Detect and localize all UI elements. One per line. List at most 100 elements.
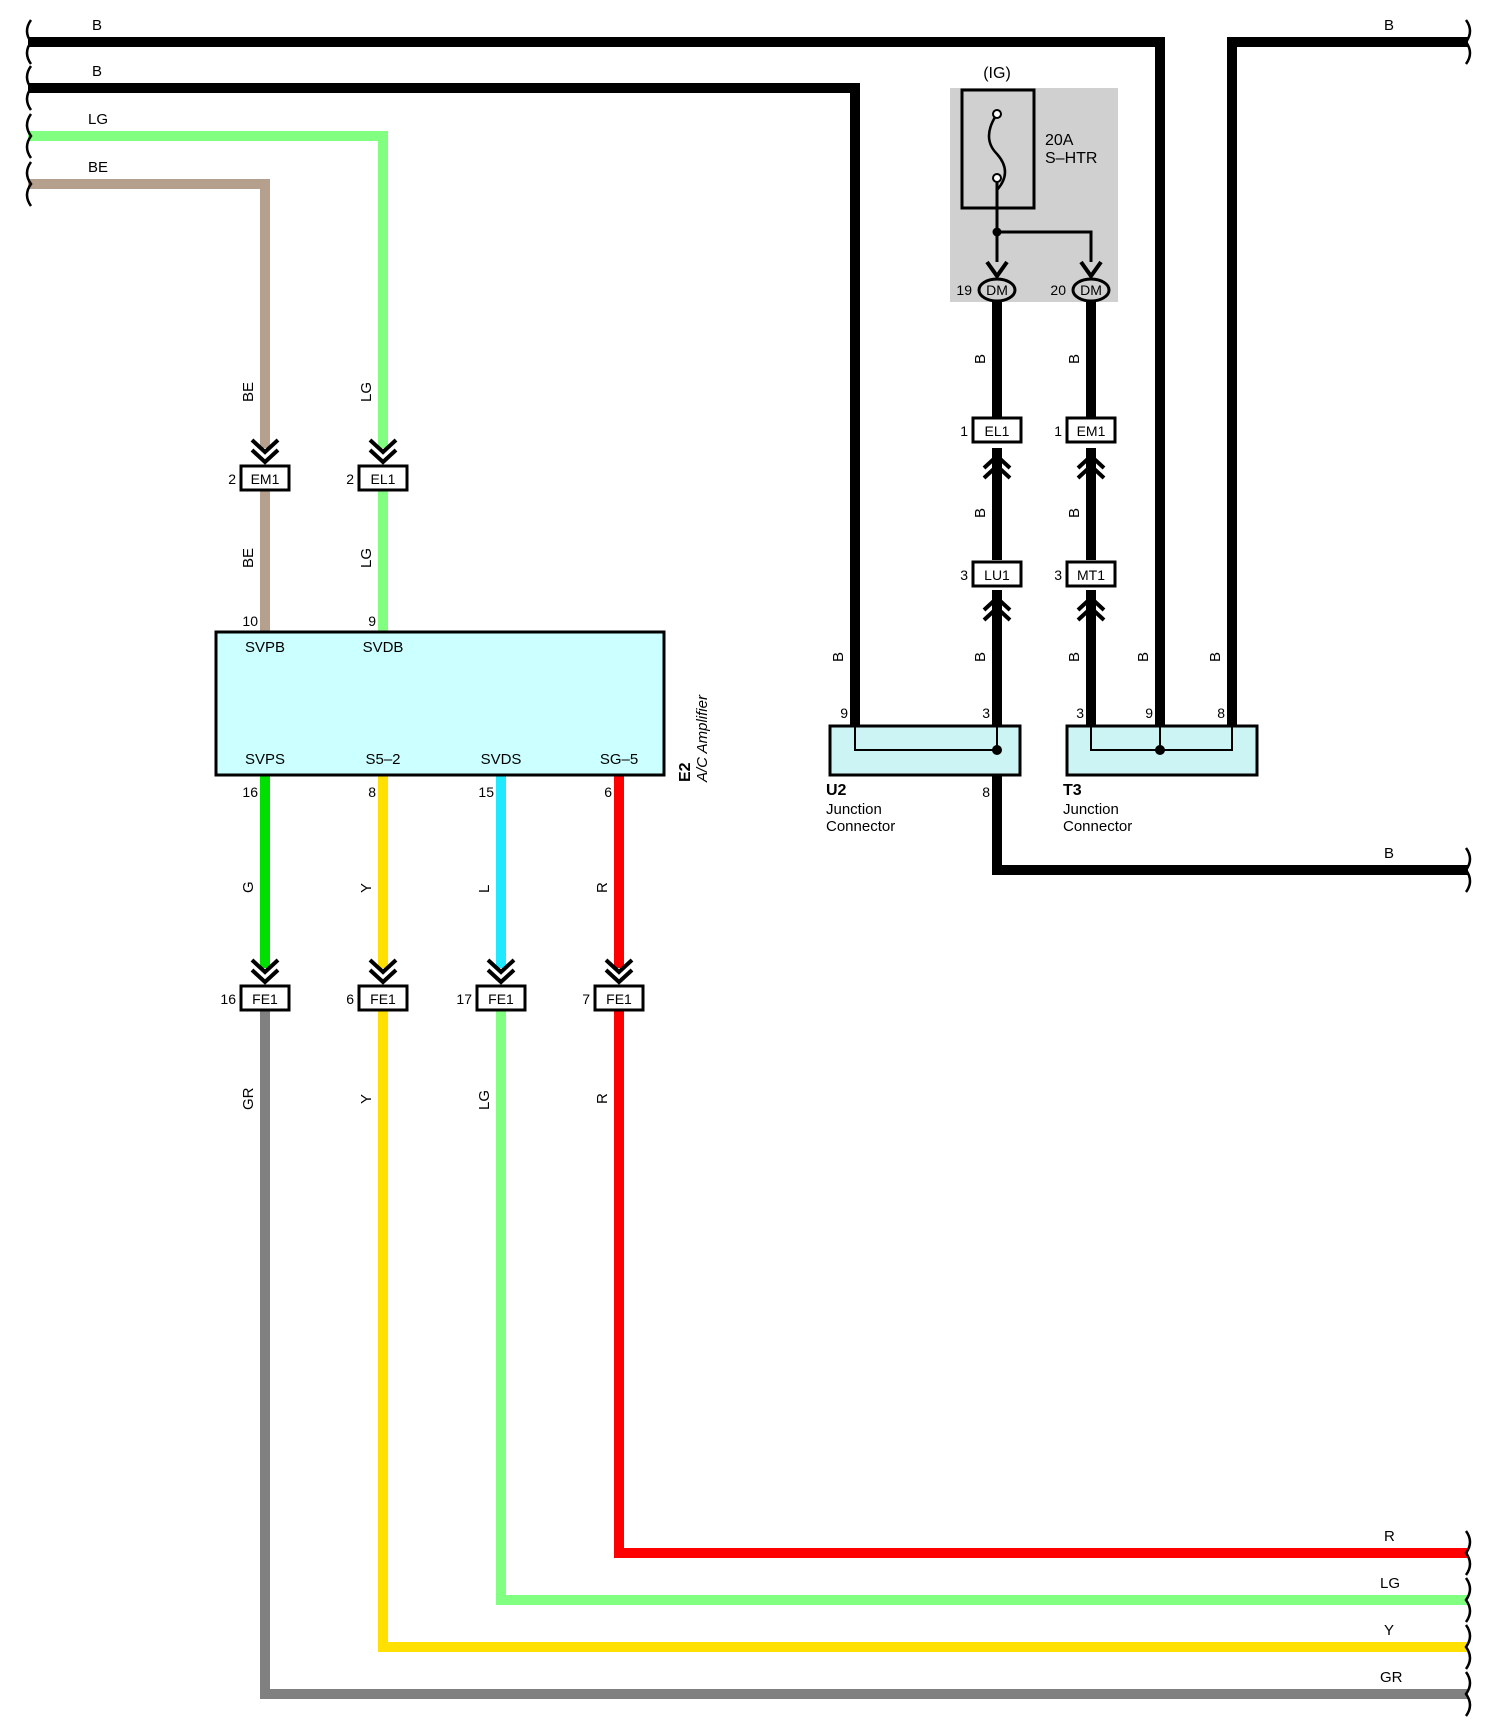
- wire-r-lower: [614, 1010, 1468, 1558]
- t3-line1: Junction: [1063, 801, 1119, 818]
- amp-top-pin-2: 9: [368, 613, 376, 629]
- amp-bottom-pin-2: 8: [368, 784, 376, 800]
- label-y-v1: Y: [358, 883, 375, 893]
- dm-19-pin: 19: [956, 282, 972, 298]
- amp-signal-sg-5: SG–5: [600, 751, 638, 768]
- u2-pin-8: 8: [982, 784, 990, 800]
- amp-bottom-pin-1: 16: [242, 784, 258, 800]
- conn-fe1-c-pin: 17: [456, 991, 472, 1007]
- label-be-top: BE: [88, 159, 108, 176]
- t3-pin-9: 9: [1145, 705, 1153, 721]
- dm-20-pin: 20: [1050, 282, 1066, 298]
- amp-name: A/C Amplifier: [694, 694, 711, 783]
- ac-amplifier-box: [214, 630, 666, 777]
- label-be-v2: BE: [240, 548, 257, 568]
- label-lg-v3: LG: [476, 1090, 493, 1110]
- label-r-v1: R: [594, 882, 611, 893]
- amp-signal-svds: SVDS: [481, 751, 522, 768]
- label-b-em1-upper: B: [1066, 354, 1083, 364]
- label-b-el1-upper: B: [972, 354, 989, 364]
- label-b-top2: B: [92, 63, 102, 80]
- label-lg-top: LG: [88, 111, 108, 128]
- amp-signal-s5-2: S5–2: [365, 751, 400, 768]
- wire-lg-bottom: [496, 1010, 1468, 1605]
- wire-break-marks-left: [25, 19, 33, 207]
- label-b-t3-3: B: [1066, 652, 1083, 662]
- u2-pin-3: 3: [982, 705, 990, 721]
- conn-lu1-pin: 3: [960, 567, 968, 583]
- conn-em1-left-pin: 2: [228, 471, 236, 487]
- conn-fe1-b-pin: 6: [346, 991, 354, 1007]
- conn-fe1-c-name: FE1: [488, 991, 514, 1007]
- fuse-circuit-label: (IG): [983, 65, 1011, 82]
- conn-el1-left-pin: 2: [346, 471, 354, 487]
- label-l-v: L: [476, 885, 493, 893]
- conn-el1-right-pin: 1: [960, 423, 968, 439]
- conn-lu1-name: LU1: [984, 567, 1010, 583]
- t3-id: T3: [1063, 782, 1082, 799]
- dm-connector-19: [977, 277, 1017, 303]
- fuse-name: S–HTR: [1045, 150, 1097, 167]
- amp-id: E2: [677, 762, 694, 782]
- t3-pin-3: 3: [1076, 705, 1084, 721]
- amp-top-pin-1: 10: [242, 613, 258, 629]
- wire-b-u2-out: [992, 775, 1468, 875]
- label-y-out: Y: [1384, 1622, 1394, 1639]
- amp-signal-svpb: SVPB: [245, 639, 285, 656]
- conn-fe1-d-pin: 7: [582, 991, 590, 1007]
- wire-y-lower: [378, 1010, 1468, 1652]
- conn-el1-left-name: EL1: [371, 471, 396, 487]
- amp-signal-svdb: SVDB: [363, 639, 404, 656]
- conn-em1-right-pin: 1: [1054, 423, 1062, 439]
- fuse-rating: 20A: [1045, 132, 1074, 149]
- label-g-v: G: [240, 881, 257, 893]
- conn-em1-right-name: EM1: [1077, 423, 1106, 439]
- conn-mt1-name: MT1: [1077, 567, 1105, 583]
- label-lg-v2: LG: [358, 548, 375, 568]
- label-y-v2: Y: [358, 1094, 375, 1104]
- label-b-u2-3: B: [972, 652, 989, 662]
- wire-b-top-right: [1227, 37, 1468, 748]
- label-gr-v: GR: [240, 1087, 257, 1110]
- label-b-t3-8: B: [1207, 652, 1224, 662]
- wire-be-top: [28, 179, 270, 448]
- conn-fe1-d-name: FE1: [606, 991, 632, 1007]
- conn-el1-right-name: EL1: [985, 423, 1010, 439]
- t3-pin-8: 8: [1217, 705, 1225, 721]
- wire-break-marks-right: [1464, 19, 1472, 1717]
- chevrons-down: [250, 438, 634, 985]
- label-b-top1: B: [92, 17, 102, 34]
- chevrons-up: [982, 453, 1106, 622]
- label-b-t3-9: B: [1135, 652, 1152, 662]
- fuse-arrow-20: [1079, 260, 1103, 280]
- label-b-em1-lower: B: [1066, 508, 1083, 518]
- label-gr-out: GR: [1380, 1669, 1403, 1686]
- wire-b-top: [28, 37, 1165, 748]
- label-b-left-drop: B: [830, 652, 847, 662]
- label-b-top-right: B: [1384, 17, 1394, 34]
- wire-lg-top: [28, 131, 388, 448]
- label-lg-out: LG: [1380, 1575, 1400, 1592]
- label-lg-v1: LG: [358, 382, 375, 402]
- conn-mt1-pin: 3: [1054, 567, 1062, 583]
- conn-em1-left-name: EM1: [251, 471, 280, 487]
- amp-bottom-pin-3: 15: [478, 784, 494, 800]
- dm-19-name: DM: [986, 282, 1008, 298]
- wire-b-second: [28, 83, 860, 748]
- conn-fe1-b-name: FE1: [370, 991, 396, 1007]
- label-r-out: R: [1384, 1528, 1395, 1545]
- amp-signal-svps: SVPS: [245, 751, 285, 768]
- u2-id: U2: [826, 782, 847, 799]
- conn-fe1-a-pin: 16: [220, 991, 236, 1007]
- label-be-v1: BE: [240, 382, 257, 402]
- wire-gr: [260, 1010, 1468, 1699]
- t3-line2: Connector: [1063, 818, 1132, 835]
- dm-connector-20: [1071, 277, 1111, 303]
- u2-line2: Connector: [826, 818, 895, 835]
- conn-fe1-a-name: FE1: [252, 991, 278, 1007]
- label-r-v2: R: [594, 1093, 611, 1104]
- fuse-arrow-19: [985, 260, 1009, 280]
- label-b-u2-out: B: [1384, 845, 1394, 862]
- fuse-icon: [987, 113, 1007, 191]
- u2-line1: Junction: [826, 801, 882, 818]
